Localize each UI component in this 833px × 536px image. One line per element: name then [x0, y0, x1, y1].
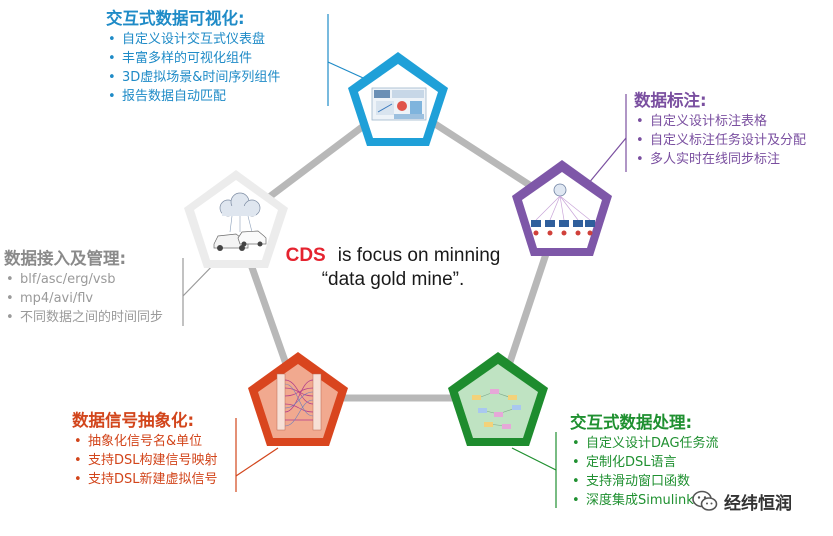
block-abstraction-title: 数据信号抽象化: — [72, 411, 195, 430]
block-annotation: 数据标注: •自定义设计标注表格 •自定义标注任务设计及分配 •多人实时在线同步… — [634, 90, 806, 169]
dag-flow-icon — [472, 389, 521, 429]
watermark: 经纬恒润 — [692, 486, 792, 516]
callout-processing — [511, 432, 557, 508]
list-item: •深度集成Simulink — [572, 493, 694, 508]
list-item: •支持DSL新建虚拟信号 — [74, 472, 218, 487]
block-annotation-list: •自定义设计标注表格 •自定义标注任务设计及分配 •多人实时在线同步标注 — [634, 112, 806, 169]
list-item: •支持DSL构建信号映射 — [74, 453, 218, 468]
bullet-icon: • — [6, 310, 14, 325]
block-processing-title: 交互式数据处理: — [570, 413, 693, 432]
bullet-icon: • — [572, 474, 580, 489]
block-visualization-list: •自定义设计交互式仪表盘 •丰富多样的可视化组件 •3D虚拟场景&时间序列组件 … — [106, 30, 280, 106]
wechat-icon — [692, 490, 718, 511]
list-item: •支持滑动窗口函数 — [572, 474, 691, 489]
block-visualization: 交互式数据可视化: •自定义设计交互式仪表盘 •丰富多样的可视化组件 •3D虚拟… — [106, 8, 280, 106]
signal-mapping-icon — [276, 373, 322, 431]
block-processing-list: •自定义设计DAG任务流 •定制化DSL语言 •支持滑动窗口函数 •深度集成Si… — [570, 434, 719, 510]
pentagon-inner-processing — [458, 364, 538, 438]
bullet-icon: • — [108, 32, 116, 47]
bullet-icon: • — [108, 70, 116, 85]
list-item: •mp4/avi/flv — [6, 291, 94, 306]
list-item: •3D虚拟场景&时间序列组件 — [108, 70, 281, 85]
block-visualization-title: 交互式数据可视化: — [106, 9, 245, 28]
bullet-icon: • — [572, 455, 580, 470]
list-item: •自定义设计标注表格 — [636, 114, 768, 129]
bullet-icon: • — [572, 436, 580, 451]
list-item: •blf/asc/erg/vsb — [6, 272, 116, 287]
list-item: •自定义设计交互式仪表盘 — [108, 32, 266, 47]
list-item: •自定义标注任务设计及分配 — [636, 133, 807, 148]
block-abstraction: 数据信号抽象化: •抽象化信号名&单位 •支持DSL构建信号映射 •支持DSL新… — [72, 410, 218, 489]
cds-highlight: CDS — [285, 245, 326, 266]
callout-ingestion — [182, 258, 219, 326]
center-statement: CDS is focus on minning “data gold mine”. — [258, 244, 528, 292]
list-item: •自定义设计DAG任务流 — [572, 436, 719, 451]
bullet-icon: • — [6, 272, 14, 287]
center-line-2: “data gold mine”. — [321, 269, 465, 290]
list-item: •多人实时在线同步标注 — [636, 152, 781, 167]
node-abstraction — [248, 352, 348, 446]
block-processing: 交互式数据处理: •自定义设计DAG任务流 •定制化DSL语言 •支持滑动窗口函… — [570, 412, 719, 510]
bullet-icon: • — [108, 89, 116, 104]
watermark-text: 经纬恒润 — [724, 493, 792, 514]
bullet-icon: • — [108, 51, 116, 66]
bullet-icon: • — [6, 291, 14, 306]
list-item: •报告数据自动匹配 — [108, 89, 227, 104]
block-annotation-title: 数据标注: — [634, 91, 707, 110]
block-ingestion-list: •blf/asc/erg/vsb •mp4/avi/flv •不同数据之间的时间… — [4, 270, 163, 327]
center-line-1-text: is focus on minning — [337, 245, 501, 266]
bullet-icon: • — [636, 114, 644, 129]
block-ingestion: 数据接入及管理: •blf/asc/erg/vsb •mp4/avi/flv •… — [4, 248, 163, 327]
block-abstraction-list: •抽象化信号名&单位 •支持DSL构建信号映射 •支持DSL新建虚拟信号 — [72, 432, 218, 489]
cloud-cars-icon — [213, 192, 267, 251]
list-item: •抽象化信号名&单位 — [74, 434, 203, 449]
bullet-icon: • — [74, 472, 82, 487]
bullet-icon: • — [74, 453, 82, 468]
dashboard-screenshot-icon — [371, 87, 427, 121]
callout-annotation — [587, 94, 627, 185]
node-processing — [448, 352, 548, 446]
node-ingestion — [184, 170, 288, 268]
bullet-icon: • — [636, 152, 644, 167]
center-line-1: CDS is focus on minning — [258, 244, 528, 268]
bullet-icon: • — [636, 133, 644, 148]
node-annotation — [512, 160, 612, 256]
list-item: •不同数据之间的时间同步 — [6, 310, 164, 325]
annotation-network-icon — [531, 183, 595, 236]
callout-lines — [182, 14, 627, 508]
node-visualization — [348, 52, 448, 146]
list-item: •定制化DSL语言 — [572, 455, 677, 470]
list-item: •丰富多样的可视化组件 — [108, 51, 253, 66]
callout-abstraction — [235, 418, 279, 492]
bullet-icon: • — [572, 493, 580, 508]
block-ingestion-title: 数据接入及管理: — [4, 249, 127, 268]
bullet-icon: • — [74, 434, 82, 449]
